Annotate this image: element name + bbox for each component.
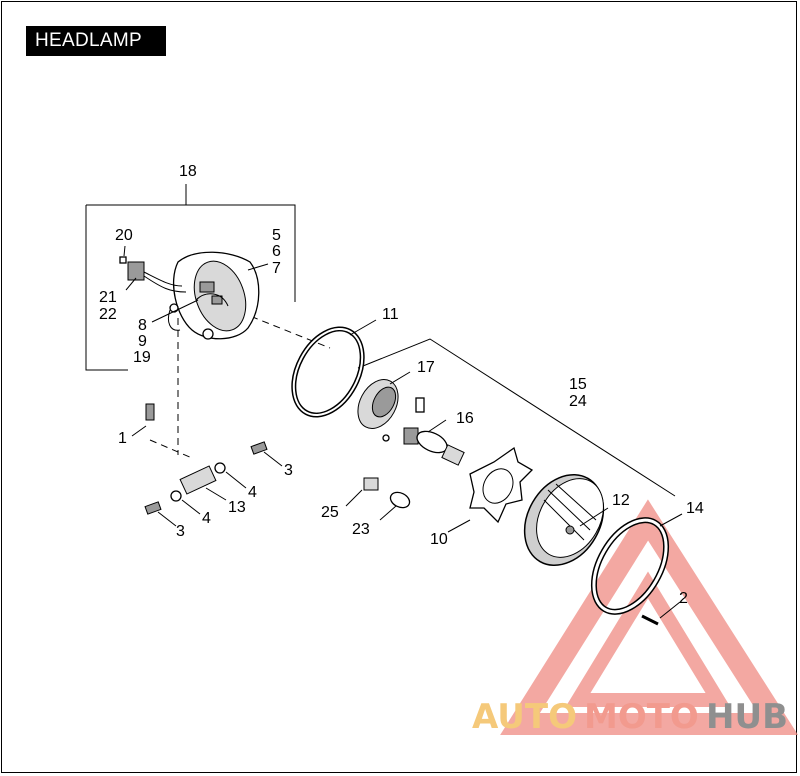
callout-18: 18 <box>179 163 197 180</box>
callout-3-lower: 3 <box>176 523 185 540</box>
callout-15: 15 <box>569 376 587 393</box>
watermark-logo-triangle <box>500 499 799 735</box>
callout-19: 19 <box>133 349 151 366</box>
callout-12: 12 <box>612 492 630 509</box>
leader-lines <box>123 245 683 619</box>
callout-6: 6 <box>272 243 281 260</box>
marker-bulb <box>363 477 411 509</box>
callout-22: 22 <box>99 306 117 323</box>
wire-harness-connector <box>119 256 187 293</box>
headlamp-housing <box>167 251 260 340</box>
trim-ring <box>590 517 670 615</box>
callout-23: 23 <box>352 521 370 538</box>
gasket-ring <box>291 326 365 418</box>
callout-17: 17 <box>417 359 435 376</box>
halogen-bulb <box>403 427 465 466</box>
callout-24: 24 <box>569 393 587 410</box>
callout-20: 20 <box>115 227 133 244</box>
callout-14: 14 <box>686 500 704 517</box>
callout-16: 16 <box>456 410 474 427</box>
callout-1: 1 <box>118 430 127 447</box>
alignment-lines <box>149 311 331 459</box>
bulb-socket-assembly <box>357 379 425 442</box>
callout-3-upper: 3 <box>284 462 293 479</box>
watermark-hub: HUB <box>706 697 788 737</box>
callout-4-lower: 4 <box>202 510 211 527</box>
watermark-logo-text: AUTO MOTO HUB <box>472 697 788 737</box>
callout-7: 7 <box>272 260 281 277</box>
trim-screw <box>641 614 659 626</box>
watermark-moto: MOTO <box>584 697 699 737</box>
callout-labels: 18 20 5 6 7 21 22 8 9 19 11 17 15 24 16 … <box>99 163 704 607</box>
headlamp-lens <box>523 473 605 567</box>
callout-21: 21 <box>99 289 117 306</box>
watermark-auto: AUTO <box>472 697 577 737</box>
callout-13: 13 <box>228 499 246 516</box>
callout-11: 11 <box>382 306 399 323</box>
retaining-ring <box>469 446 534 524</box>
mounting-hardware <box>144 403 268 515</box>
callout-4-upper: 4 <box>248 484 257 501</box>
callout-10: 10 <box>430 531 448 548</box>
callout-25: 25 <box>321 504 339 521</box>
group-bracket-15-24 <box>357 338 676 497</box>
callout-9: 9 <box>138 333 147 350</box>
page-title: HEADLAMP <box>26 26 166 56</box>
callout-5: 5 <box>272 227 281 244</box>
callout-8: 8 <box>138 317 147 334</box>
callout-2: 2 <box>679 590 688 607</box>
group-bracket-18 <box>85 184 296 371</box>
